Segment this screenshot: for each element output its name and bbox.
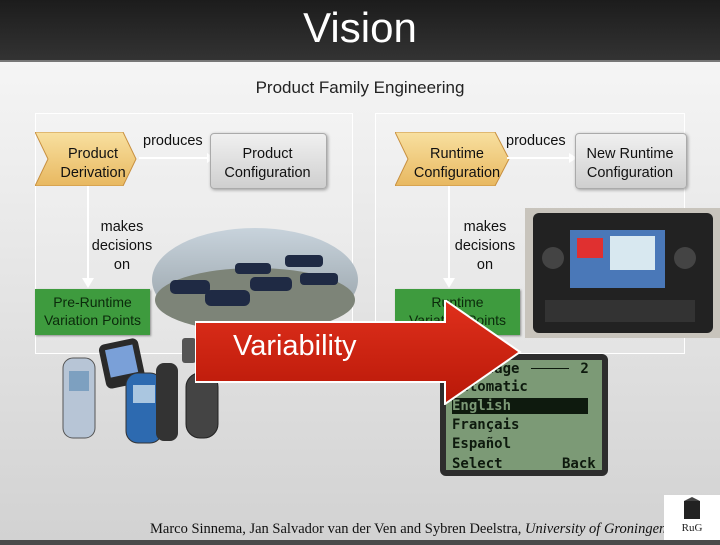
car-dashboard-photo [525, 208, 720, 338]
lcd-option: Español [452, 436, 512, 452]
lcd-header-number: 2 [580, 361, 589, 377]
runtime-configuration-chevron [395, 132, 510, 186]
cars-photo [152, 228, 358, 332]
pre-runtime-variation-points-box: Pre-Runtime Variation Points [35, 289, 150, 335]
footer-authors: Marco Sinnema, Jan Salvador van der Ven … [150, 521, 526, 537]
slide-title: Vision [303, 4, 417, 51]
logo-text: RuG [681, 522, 703, 534]
produces-arrow-right [507, 153, 577, 163]
footer-university: University of Groningen [525, 521, 667, 537]
lcd-softkey-select: Select [452, 456, 503, 472]
slide-subtitle: Product Family Engineering [255, 78, 465, 97]
variability-arrow [195, 300, 522, 405]
makes-decisions-label-left: makes decisions on [91, 219, 153, 273]
university-logo: RuG [664, 495, 720, 540]
produces-label-left: produces [143, 133, 203, 149]
decision-arrow-left [82, 186, 94, 288]
product-configuration-label: Product Configuration [224, 146, 311, 181]
produces-label-right: produces [506, 133, 566, 149]
decision-arrow-right [443, 186, 455, 288]
new-runtime-configuration-box [575, 133, 687, 189]
makes-decisions-label-right: makes decisions on [454, 219, 516, 273]
variability-label: Variability [233, 330, 357, 362]
product-configuration-box [210, 133, 327, 189]
product-derivation-label: Product Derivation [60, 146, 126, 181]
footer-citation: Marco Sinnema, Jan Salvador van der Ven … [150, 521, 666, 538]
title-band [0, 0, 720, 62]
produces-arrow-left [139, 153, 215, 163]
mobile-phones-photo [62, 338, 219, 444]
lcd-softkey-back: Back [562, 456, 596, 472]
new-runtime-configuration-label: New Runtime Configuration [586, 146, 674, 181]
product-derivation-chevron [35, 132, 137, 186]
runtime-configuration-label: Runtime Configuration [413, 146, 501, 181]
lcd-option: Français [452, 417, 520, 433]
lcd-option-selected: English [452, 398, 588, 414]
